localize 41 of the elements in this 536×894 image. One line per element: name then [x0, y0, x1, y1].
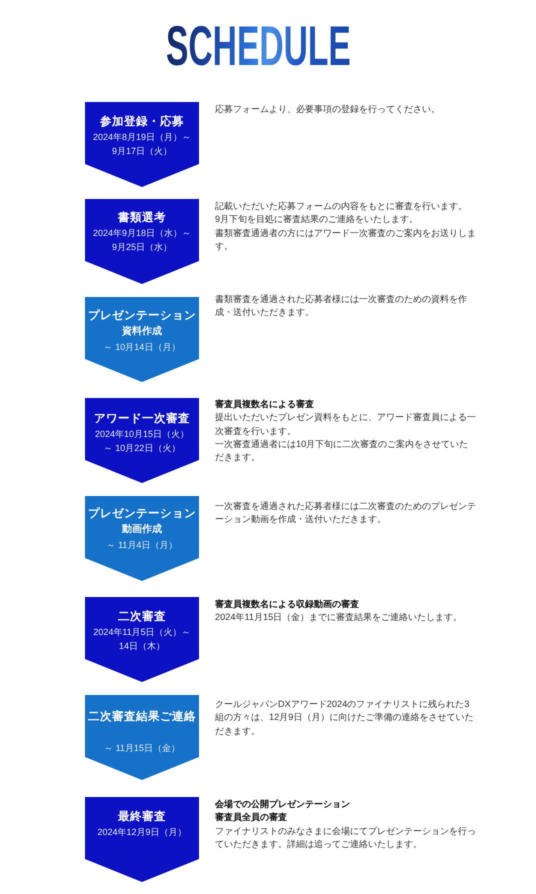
- step-description: ファイナリストのみなさまに会場にてプレゼンテーションを行っていただきます。詳細は追ってご連絡いたします。: [215, 824, 477, 851]
- date-range: ～ 11月4日（月）: [106, 539, 178, 552]
- step-description: 提出いただいたプレゼン資料をもとに、アワード審査員による一次審査を行います。: [215, 411, 477, 438]
- chevron-step: [85, 496, 199, 581]
- step-title: アワード一次審査: [94, 412, 190, 427]
- step-description: 書類審査通過者の方にはアワード一次審査のご案内をお送りします。: [215, 226, 477, 253]
- step-subtitle: 資料作成: [122, 324, 162, 339]
- date-range: 2024年11月5日（火）～14日（木）: [92, 626, 192, 653]
- step-title: 書類選考: [118, 211, 166, 226]
- step-description: 記載いただいた応募フォームの内容をもとに審査を行います。: [215, 200, 467, 213]
- date-range: ～ 11月15日（金）: [104, 742, 180, 755]
- chevron-step: [85, 199, 199, 284]
- step-description: クールジャパンDXアワード2024のファイナリストに残られた3組の方々は、12月9日（月）に向けたご準備の連絡をさせていただきます。: [215, 698, 474, 738]
- step-title: プレゼンテーション: [88, 507, 196, 522]
- date-range: 2024年9月18日（水）～9月25日（水）: [92, 227, 192, 254]
- step-title: 最終審査: [118, 810, 166, 825]
- step-title: 二次審査: [118, 610, 166, 625]
- chevron-step: [85, 797, 199, 882]
- step-description: 応募フォームより、必要事項の登録を行ってください。: [215, 103, 440, 116]
- step-subtitle: 動画作成: [122, 522, 162, 537]
- step-title: 二次審査結果ご連絡: [88, 710, 196, 725]
- date-range: 2024年8月19日（月）～9月17日（火）: [92, 131, 192, 158]
- chevron-step: [85, 398, 199, 483]
- step-title: 参加登録・応募: [100, 115, 184, 130]
- step-description: 書類審査を通過された応募者様には一次審査のための資料を作成・送付いただきます。: [215, 293, 468, 320]
- chevron-step: [85, 695, 199, 780]
- step-heading: 審査員全員の審査: [215, 811, 287, 824]
- chevron-step: [85, 597, 199, 682]
- date-range: ～ 10月14日（月）: [104, 341, 180, 354]
- date-range: 2024年12月9日（月）: [97, 826, 187, 839]
- step-heading: 会場での公開プレゼンテーション: [215, 798, 350, 811]
- date-range: 2024年10月15日（火）～ 10月22日（火）: [94, 428, 190, 455]
- chevron-step: [85, 102, 199, 187]
- chevron-step: [85, 297, 199, 382]
- step-description: 一次審査を通過された応募者様には二次審査のためのプレゼンテーション動画を作成・送付いただきます。: [215, 500, 477, 526]
- step-heading: 審査員複数名による収録動画の審査: [215, 598, 359, 611]
- step-description: 9月下旬を目処に審査結果のご連絡をいたします。: [215, 213, 418, 226]
- step-description: 一次審査通過者には10月下旬に二次審査のご案内をさせていただきます。: [215, 438, 470, 464]
- step-heading: 審査員複数名による審査: [215, 398, 314, 411]
- step-description: 2024年11月15日（金）までに審査結果をご連絡いたします。: [215, 611, 462, 624]
- step-title: プレゼンテーション: [88, 309, 196, 324]
